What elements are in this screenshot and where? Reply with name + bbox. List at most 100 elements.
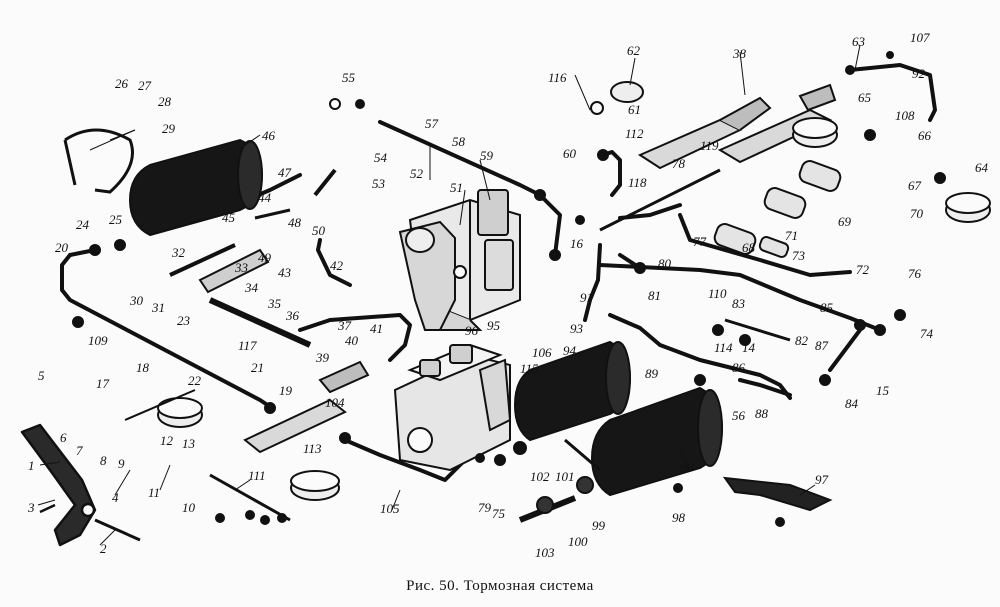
- rods-and-fittings: [72, 51, 946, 527]
- label-113: 113: [303, 441, 322, 456]
- label-93: 93: [570, 321, 584, 336]
- label-105: 105: [380, 501, 400, 516]
- label-71: 71: [785, 228, 798, 243]
- label-14: 14: [742, 340, 756, 355]
- label-24: 24: [76, 217, 90, 232]
- label-82: 82: [795, 333, 809, 348]
- label-77: 77: [693, 234, 707, 249]
- label-1: 1: [28, 458, 35, 473]
- label-91: 91: [580, 290, 593, 305]
- label-58: 58: [452, 134, 466, 149]
- label-57: 57: [425, 116, 439, 131]
- label-35: 35: [267, 296, 282, 311]
- label-32: 32: [171, 245, 186, 260]
- label-67: 67: [908, 178, 922, 193]
- label-28: 28: [158, 94, 172, 109]
- label-41: 41: [370, 321, 383, 336]
- label-4: 4: [112, 490, 119, 505]
- label-38: 38: [732, 46, 747, 61]
- label-20: 20: [55, 240, 69, 255]
- label-80: 80: [658, 256, 672, 271]
- brake-system-diagram: 1 2 3 4 5 6 7 8 9 10 11 12 13 14 15 16 1…: [20, 30, 991, 560]
- label-10: 10: [182, 500, 196, 515]
- label-47: 47: [278, 165, 292, 180]
- label-53: 53: [372, 176, 386, 191]
- label-86: 86: [732, 360, 746, 375]
- label-76: 76: [908, 266, 922, 281]
- label-84: 84: [845, 396, 859, 411]
- label-46: 46: [262, 128, 276, 143]
- label-89: 89: [645, 366, 659, 381]
- label-26: 26: [115, 76, 129, 91]
- label-44: 44: [258, 190, 272, 205]
- label-42: 42: [330, 258, 344, 273]
- label-7: 7: [76, 443, 83, 458]
- label-118: 118: [628, 175, 647, 190]
- label-39: 39: [315, 350, 330, 365]
- label-62: 62: [627, 43, 641, 58]
- label-100: 100: [568, 534, 588, 549]
- label-99: 99: [592, 518, 606, 533]
- label-56: 56: [732, 408, 746, 423]
- small-cylinders: [713, 160, 842, 258]
- label-68: 68: [742, 240, 756, 255]
- label-101: 101: [555, 469, 575, 484]
- label-92: 92: [912, 66, 926, 81]
- label-78: 78: [672, 156, 686, 171]
- label-36: 36: [285, 308, 300, 323]
- air-tank-90-upper: [513, 340, 632, 442]
- label-97: 97: [815, 472, 829, 487]
- label-43: 43: [278, 265, 292, 280]
- label-5: 5: [38, 368, 45, 383]
- label-55: 55: [342, 70, 356, 85]
- tank-strap-29: [63, 128, 134, 194]
- label-75: 75: [492, 506, 506, 521]
- label-50: 50: [312, 223, 326, 238]
- label-19: 19: [279, 383, 293, 398]
- label-11: 11: [148, 485, 160, 500]
- label-48: 48: [288, 215, 302, 230]
- label-49: 49: [258, 250, 272, 265]
- label-112: 112: [625, 126, 644, 141]
- label-79: 79: [478, 500, 492, 515]
- air-tank-46: [128, 138, 264, 237]
- label-6: 6: [60, 430, 67, 445]
- part-labels: 1 2 3 4 5 6 7 8 9 10 11 12 13 14 15 16 1…: [27, 30, 989, 560]
- label-27: 27: [138, 78, 152, 93]
- label-115: 115: [520, 361, 539, 376]
- label-88: 88: [755, 406, 769, 421]
- label-34: 34: [244, 280, 259, 295]
- label-25: 25: [109, 212, 123, 227]
- label-51: 51: [450, 180, 463, 195]
- label-12: 12: [160, 433, 174, 448]
- label-90: 90: [680, 460, 694, 475]
- label-16: 16: [570, 236, 584, 251]
- label-30: 30: [129, 293, 144, 308]
- label-15: 15: [876, 383, 890, 398]
- label-81: 81: [648, 288, 661, 303]
- label-114: 114: [714, 340, 733, 355]
- label-108: 108: [895, 108, 915, 123]
- chamber-51: [398, 220, 456, 331]
- label-66: 66: [918, 128, 932, 143]
- label-102: 102: [530, 469, 550, 484]
- leader-lines: [37, 44, 861, 546]
- slack-adjuster-39: [198, 248, 370, 454]
- label-94: 94: [563, 343, 577, 358]
- label-72: 72: [856, 262, 870, 277]
- label-69: 69: [838, 214, 852, 229]
- lever-97: [722, 476, 833, 512]
- label-37: 37: [337, 318, 352, 333]
- label-110: 110: [708, 286, 727, 301]
- label-31: 31: [151, 300, 165, 315]
- label-33: 33: [234, 260, 249, 275]
- label-21: 21: [251, 360, 264, 375]
- label-83: 83: [732, 296, 746, 311]
- label-70: 70: [910, 206, 924, 221]
- label-87: 87: [815, 338, 829, 353]
- label-109: 109: [88, 333, 108, 348]
- label-2: 2: [100, 541, 107, 556]
- label-106: 106: [532, 345, 552, 360]
- label-111: 111: [248, 468, 266, 483]
- label-85: 85: [820, 300, 834, 315]
